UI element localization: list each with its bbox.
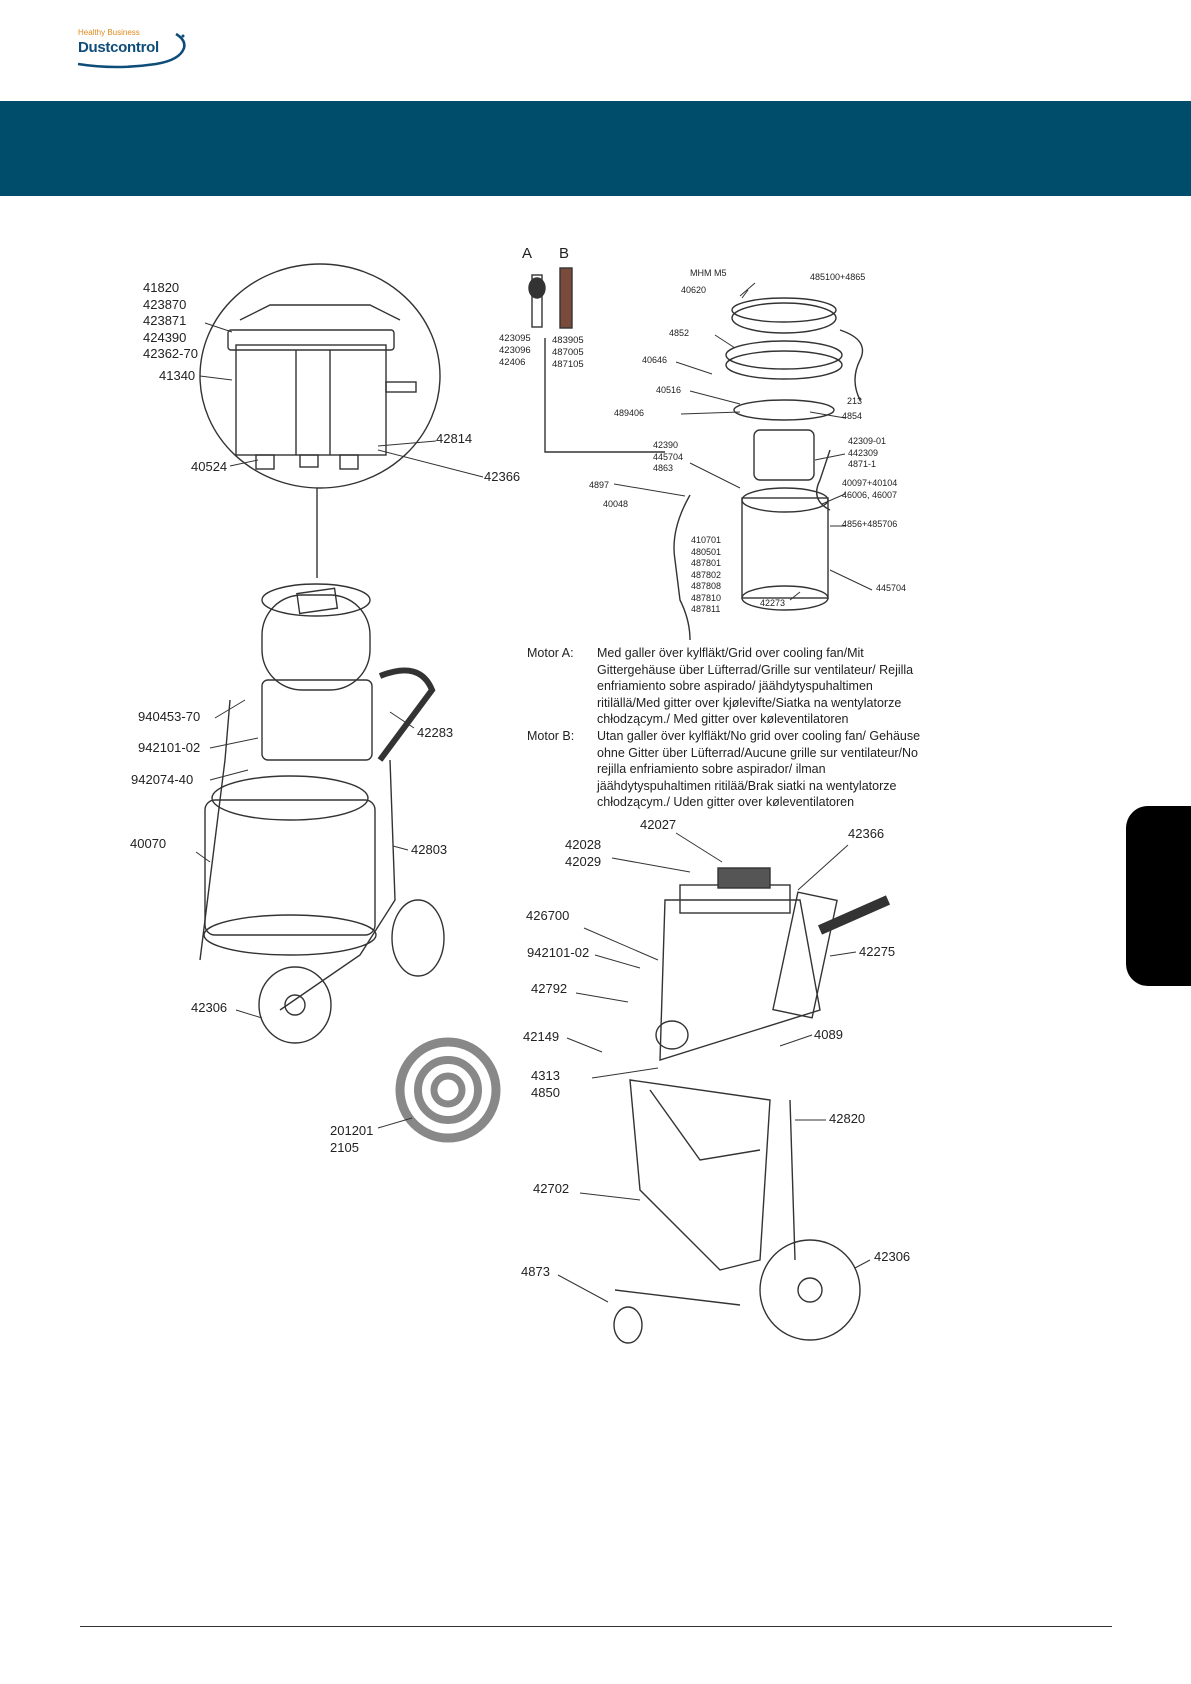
label-40620: 40620 [681,285,707,295]
label-4854: 4854 [842,411,863,421]
label-942101-02-right: 942101-02 [527,945,590,960]
label-4873: 4873 [521,1264,550,1279]
label-42306-left: 42306 [191,1000,228,1015]
label-940453-70: 940453-70 [138,709,201,724]
label-42803: 42803 [411,842,448,857]
logo-name: Dustcontrol [78,39,159,56]
label-942101-02-left: 942101-02 [138,740,201,755]
label-41340: 41340 [159,368,196,383]
label-426700: 426700 [526,908,570,923]
motor-a-note: Motor A: Med galler över kylfläkt/Grid o… [527,645,947,726]
label-42820: 42820 [829,1111,866,1126]
header-banner [0,101,1191,196]
label-42283: 42283 [417,725,454,740]
logo-tagline: Healthy Business [78,28,140,37]
label-942074-40: 942074-40 [131,772,194,787]
label-40048: 40048 [603,499,629,509]
label-42275: 42275 [859,944,896,959]
label-motor-b-parts: 483905 487005 487105 [552,335,584,370]
footer-divider [80,1626,1112,1627]
label-42814: 42814 [436,431,473,446]
label-4856: 4856+485706 [842,519,898,529]
label-40646: 40646 [642,355,668,365]
label-42273: 42273 [760,598,786,608]
label-201201: 201201 2105 [330,1123,374,1155]
label-4852: 4852 [669,328,690,338]
label-42309-01: 42309-01 442309 4871-1 [848,436,887,469]
label-40524: 40524 [191,459,228,474]
label-42306-right: 42306 [874,1249,911,1264]
label-4897: 4897 [589,480,610,490]
motor-b-note: Motor B: Utan galler över kylfläkt/No gr… [527,728,947,809]
label-213: 213 [847,396,863,406]
label-489406: 489406 [614,408,645,418]
motor-b-key: Motor B: [527,729,575,743]
label-42027: 42027 [640,817,677,832]
motor-a-key: Motor A: [527,646,574,660]
logo-swoosh-icon [77,32,186,69]
label-motor-b: B [559,245,570,262]
label-4089: 4089 [814,1027,843,1042]
label-40070: 40070 [130,836,167,851]
label-410701: 410701 480501 487801 487802 487808 48781… [691,535,722,614]
label-4313: 4313 4850 [531,1068,560,1100]
label-42149: 42149 [523,1029,560,1044]
motor-a-text: Med galler över kylfläkt/Grid over cooli… [597,646,914,727]
label-42390: 42390 445704 4863 [653,440,684,473]
label-445704: 445704 [876,583,907,593]
label-42792: 42792 [531,981,568,996]
label-41820: 41820 423870 423871 424390 42362-70 [143,280,198,361]
dustcontrol-logo: Healthy Business Dustcontrol [76,28,188,70]
label-motor-a-parts: 423095 423096 42406 [499,333,531,368]
label-motor-a: A [522,245,533,262]
label-40516: 40516 [656,385,682,395]
label-mhm-m5: MHM M5 [690,268,727,278]
motor-b-text: Utan galler över kylfläkt/No grid over c… [597,729,921,810]
label-485100: 485100+4865 [810,272,866,282]
label-42702: 42702 [533,1181,570,1196]
label-42366-top: 42366 [484,469,521,484]
section-tab [1126,806,1191,986]
label-40097: 40097+40104 46006, 46007 [842,478,898,500]
label-42028: 42028 42029 [565,837,602,869]
label-42366-bottom: 42366 [848,826,885,841]
